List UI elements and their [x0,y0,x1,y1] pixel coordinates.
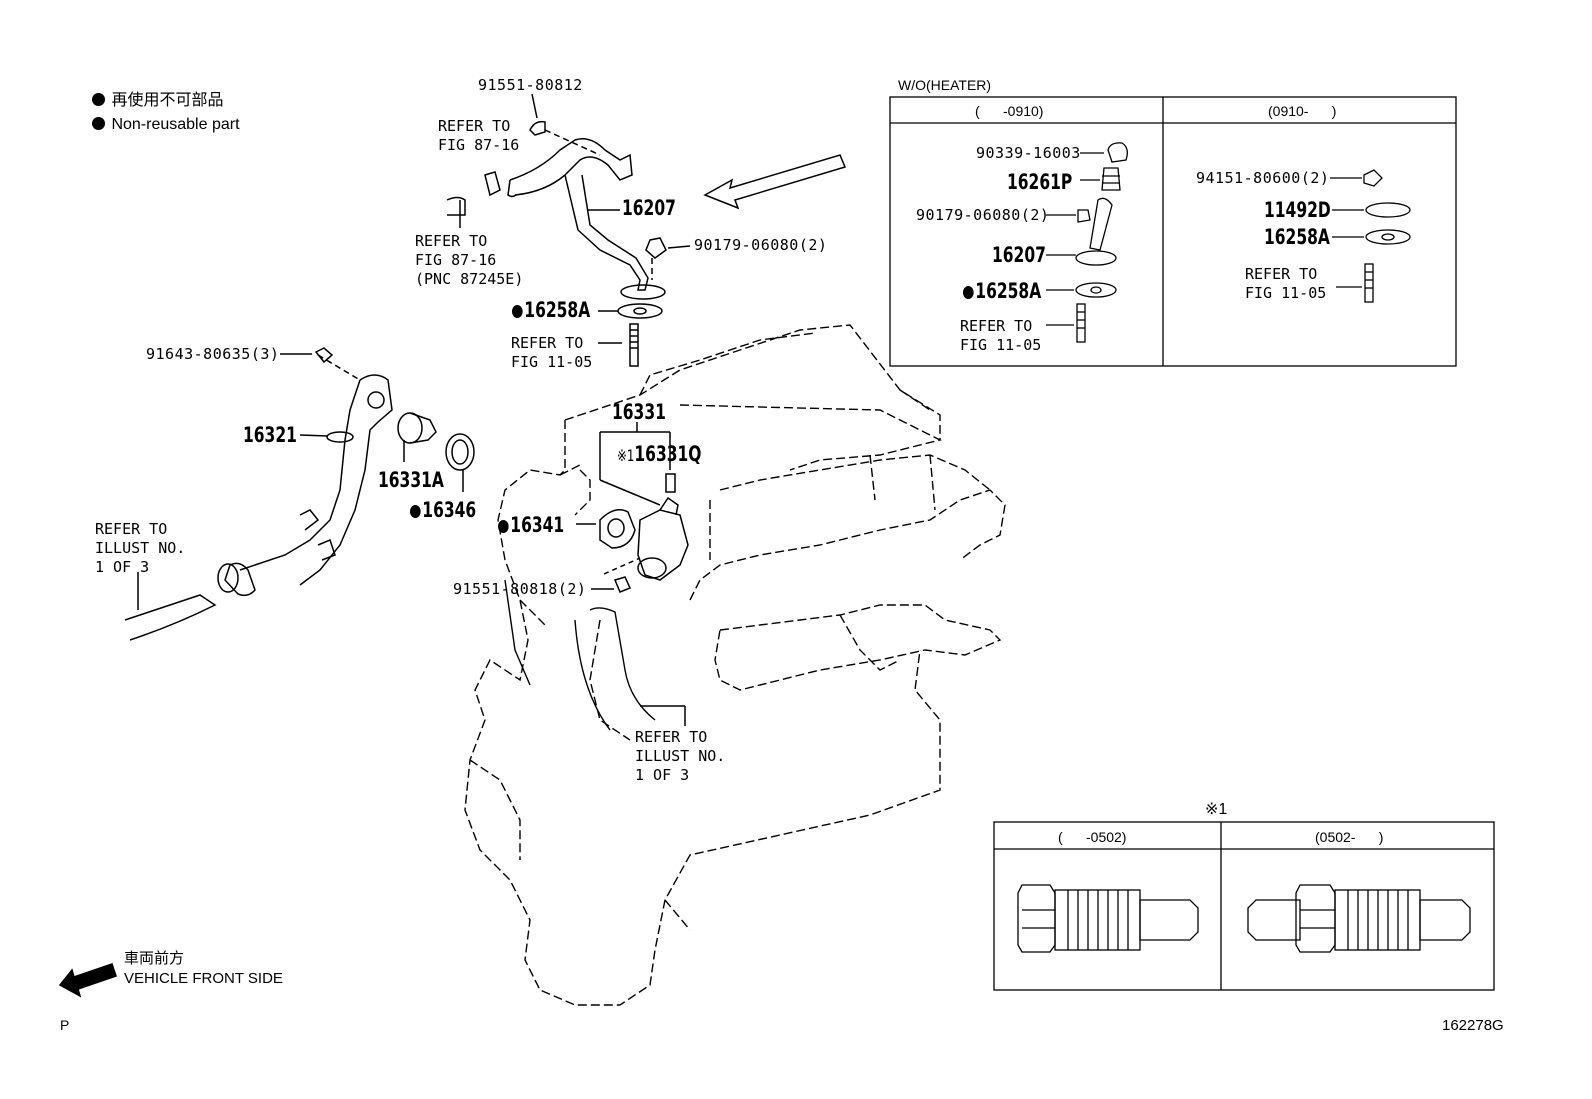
thermostat-16331A [397,412,437,462]
part-16331[interactable]: 16331 [612,400,666,424]
note-col2-header: (0502- ) [1315,829,1384,845]
part-16258A-box2[interactable]: 16258A [1264,225,1330,249]
engine-outline [464,324,1006,1006]
bolt-91551-80818 [613,576,632,593]
note-col1-header: ( -0502) [1058,829,1127,845]
part-16331Q[interactable]: ※116331Q [617,444,701,465]
pipe-16207 [446,120,666,300]
refer-fig-11-05-box2[interactable]: REFER TO FIG 11-05 [1245,265,1327,302]
part-16207-box[interactable]: 16207 [992,243,1046,267]
part-16258A-box1-text: 16258A [975,279,1042,303]
note-box-mark: ※1 [1205,801,1228,818]
front-arrow-icon [58,963,117,998]
refer-fig-87-16[interactable]: REFER TO FIG 87-16 [438,117,520,154]
front-side-jp: 車両前方 [124,950,185,967]
part-16331A[interactable]: 16331A [378,468,444,492]
gasket-16258A [617,303,663,319]
part-16341[interactable]: 16341 [498,515,564,536]
heater-box-title: W/O(HEATER) [898,77,992,93]
part-16321[interactable]: 16321 [243,423,297,447]
bolt-91643 [314,347,334,364]
non-reusable-dot-icon [512,305,523,318]
figure-code: 162278G [1442,1017,1504,1034]
water-pipe-16321 [124,374,393,641]
part-16207[interactable]: 16207 [622,196,676,220]
part-16258A[interactable]: 16258A [512,300,590,321]
part-16258A-text: 16258A [524,298,591,322]
legend-jp: 再使用不可部品 [92,93,223,109]
front-side-en: VEHICLE FRONT SIDE [124,970,283,987]
part-16258A-box1[interactable]: 16258A [963,281,1041,302]
part-90179-06080[interactable]: 90179-06080(2) [694,236,828,254]
refer-illust-center[interactable]: REFER TO ILLUST NO. 1 OF 3 [635,728,726,784]
part-16331Q-text: 16331Q [634,442,702,466]
part-91551-80818[interactable]: 91551-80818(2) [453,580,587,598]
footer-left-code: P [60,1017,70,1033]
part-16346[interactable]: 16346 [410,500,476,521]
refer-illust-left[interactable]: REFER TO ILLUST NO. 1 OF 3 [95,520,186,576]
heater-col1-header: ( -0910) [975,103,1044,119]
refer-fig-11-05-box1[interactable]: REFER TO FIG 11-05 [960,317,1042,354]
part-90179-06080-box[interactable]: 90179-06080(2) [916,206,1050,224]
legend-en-text: Non-reusable part [111,116,240,133]
gasket-16341 [599,509,636,549]
nut-90179 [645,237,667,259]
non-reusable-dot-icon [92,117,105,130]
non-reusable-dot-icon [92,93,105,106]
part-16346-text: 16346 [422,498,477,522]
detail-arrow [703,154,847,210]
part-90339-16003[interactable]: 90339-16003 [976,144,1081,162]
part-16261P[interactable]: 16261P [1007,170,1073,194]
part-91551-80812[interactable]: 91551-80812 [478,76,583,94]
legend-en: Non-reusable part [92,117,240,133]
legend-jp-text: 再使用不可部品 [111,92,224,109]
non-reusable-dot-icon [963,286,974,299]
water-inlet-16331 [599,422,689,581]
part-11492D[interactable]: 11492D [1264,198,1331,222]
non-reusable-dot-icon [410,505,421,518]
part-94151-80600[interactable]: 94151-80600(2) [1196,169,1330,187]
heater-box [889,96,1457,367]
part-91643-80635[interactable]: 91643-80635(3) [146,345,280,363]
refer-fig-87-16-pnc[interactable]: REFER TO FIG 87-16 (PNC 87245E) [415,232,524,288]
non-reusable-dot-icon [498,520,509,533]
seal-16346 [445,433,475,492]
note-mark: ※1 [617,446,635,465]
refer-fig-11-05[interactable]: REFER TO FIG 11-05 [511,334,593,371]
heater-col2-header: (0910- ) [1268,103,1337,119]
engine-hoses [504,579,656,731]
note-box [993,821,1495,991]
part-16341-text: 16341 [510,513,565,537]
